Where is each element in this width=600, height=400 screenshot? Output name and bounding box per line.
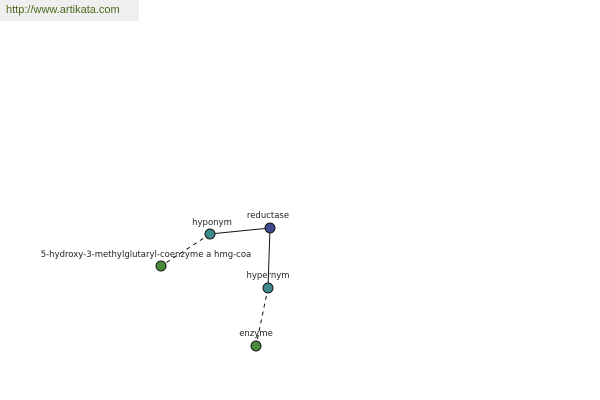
node-enzyme[interactable]: enzyme [239,329,273,352]
node-hmgcoa-label[interactable]: 5-hydroxy-3-methylglutaryl-coenzyme a hm… [41,250,252,260]
edge-hypernym-enzyme [255,287,269,347]
node-hyponym[interactable]: hyponym [192,218,232,240]
node-enzyme-dot[interactable] [250,340,262,352]
node-hypernym[interactable]: hypernym [246,271,290,294]
node-enzyme-label[interactable]: enzyme [239,329,273,339]
edge-reductase-hypernym [267,227,271,289]
edge-reductase-hyponym [209,227,271,235]
node-hmgcoa[interactable]: 5-hydroxy-3-methylglutaryl-coenzyme a hm… [41,250,252,272]
url-banner[interactable]: http://www.artikata.com [0,0,139,21]
node-hypernym-label[interactable]: hypernym [246,271,289,281]
node-reductase-label[interactable]: reductase [247,211,289,221]
edge-hyponym-hmgcoa [160,233,211,267]
node-hyponym-dot[interactable] [204,228,216,240]
node-reductase-dot[interactable] [264,222,276,234]
node-hypernym-dot[interactable] [262,282,274,294]
graph-edges [160,227,271,347]
node-hyponym-label[interactable]: hyponym [192,218,232,228]
graph-nodes: reductase hyponym hypernym 5-hydroxy-3-meth… [41,211,290,352]
node-hmgcoa-dot[interactable] [155,260,167,272]
node-reductase[interactable]: reductase [247,211,289,234]
